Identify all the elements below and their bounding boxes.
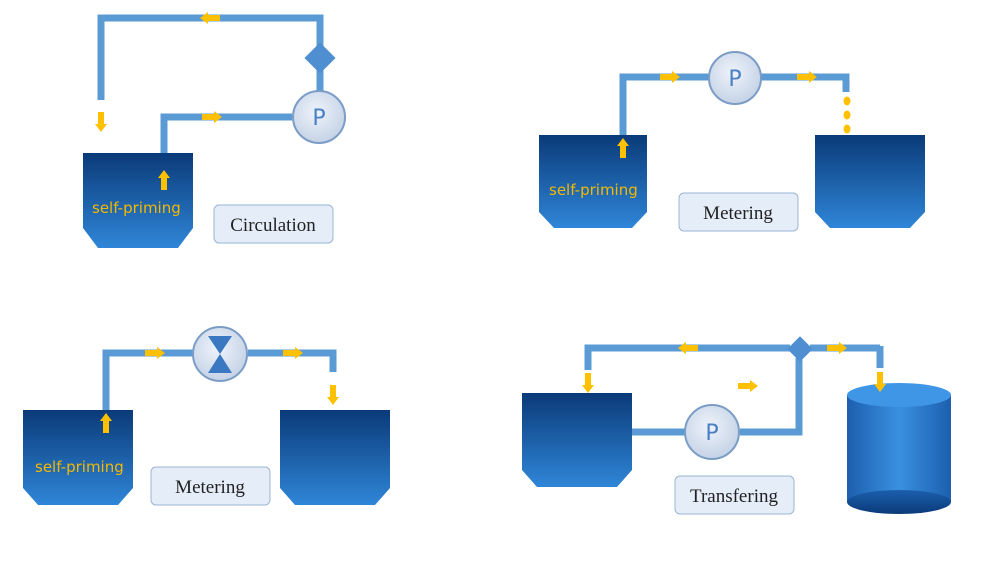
flow-arrow bbox=[200, 12, 220, 24]
tank-label: self-priming bbox=[35, 458, 124, 476]
flow-arrow bbox=[145, 347, 165, 359]
flow-arrow bbox=[327, 385, 339, 405]
flow-arrow bbox=[827, 342, 847, 354]
pump bbox=[292, 90, 346, 144]
panel-metering-pump: P self-priming Metering bbox=[539, 51, 925, 232]
pump-symbol: P bbox=[312, 106, 325, 131]
panel-metering-valve: self-priming Metering bbox=[23, 326, 390, 506]
pump bbox=[684, 404, 740, 460]
source-tank bbox=[539, 135, 647, 228]
flow-arrow bbox=[95, 112, 107, 132]
caption-box bbox=[678, 192, 799, 232]
pump-symbol: P bbox=[705, 421, 718, 446]
flow-arrow bbox=[283, 347, 303, 359]
flow-arrow bbox=[678, 342, 698, 354]
source-tank bbox=[522, 393, 632, 487]
panel-circulation: P self-priming Circulation bbox=[83, 12, 346, 248]
source-tank bbox=[23, 410, 133, 505]
flow-arrow bbox=[738, 380, 758, 392]
pump-symbol: P bbox=[728, 67, 741, 92]
storage-cylinder bbox=[847, 383, 951, 514]
valve-diamond bbox=[304, 42, 336, 74]
pump bbox=[708, 51, 762, 105]
valve-diamond bbox=[787, 336, 813, 362]
panel-transfering: P Transfering bbox=[522, 336, 951, 515]
target-tank bbox=[815, 135, 925, 228]
caption-box bbox=[150, 466, 271, 506]
caption: Metering bbox=[703, 203, 773, 224]
caption: Metering bbox=[175, 477, 245, 498]
pipe bbox=[619, 73, 850, 135]
flow-arrow bbox=[582, 373, 594, 393]
caption-box bbox=[674, 475, 795, 515]
caption: Transfering bbox=[690, 486, 778, 507]
tank-label: self-priming bbox=[92, 199, 181, 217]
drip-drops bbox=[843, 96, 851, 134]
target-tank bbox=[280, 410, 390, 505]
caption: Circulation bbox=[230, 215, 316, 236]
caption-box bbox=[213, 204, 334, 244]
flow-arrow bbox=[797, 71, 817, 83]
pipe bbox=[97, 14, 324, 170]
hourglass-icon bbox=[208, 336, 232, 373]
flow-arrow bbox=[202, 111, 222, 123]
tank-label: self-priming bbox=[549, 181, 638, 199]
flow-arrow bbox=[660, 71, 680, 83]
